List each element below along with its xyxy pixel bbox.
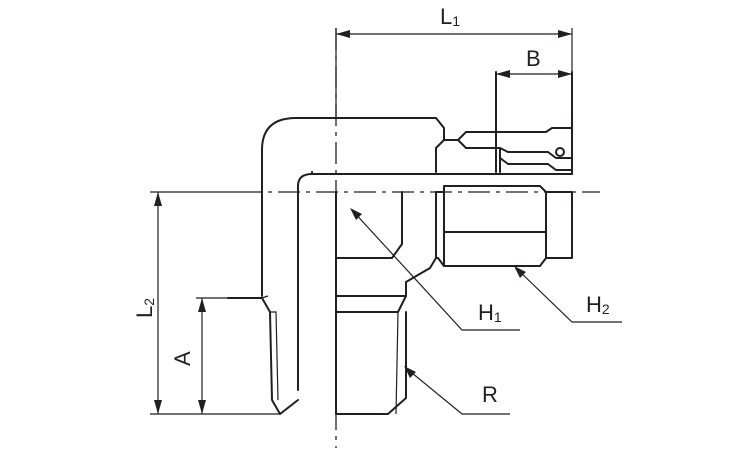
label-R: R: [482, 382, 498, 407]
leader-R: R: [404, 366, 510, 415]
dimension-B: B: [496, 46, 572, 78]
label-L1: L1: [440, 4, 460, 29]
tube-fitting: [443, 71, 573, 175]
label-H2: H2: [586, 292, 610, 317]
label-A: A: [170, 351, 195, 366]
label-L2: L2: [132, 298, 157, 318]
hex-nut: [435, 185, 573, 267]
leader-H2: H2: [514, 266, 622, 323]
label-B: B: [526, 46, 541, 71]
dimension-A: A: [170, 297, 262, 414]
dimension-L1: L1: [335, 4, 573, 118]
dimension-L2: L2: [132, 191, 280, 415]
label-H1: H1: [478, 300, 502, 325]
leader-H1: H1: [350, 208, 520, 331]
